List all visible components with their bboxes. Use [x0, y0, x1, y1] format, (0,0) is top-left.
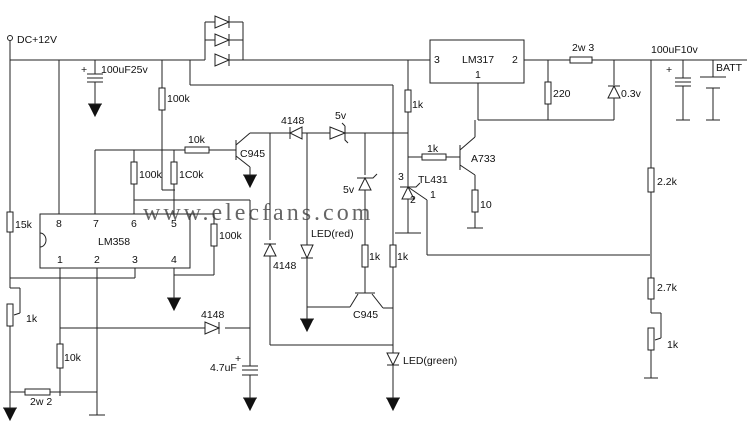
capacitors: [87, 73, 691, 376]
component-label: 3: [398, 171, 404, 183]
component-label: 100k: [167, 93, 191, 105]
supply-label: DC+12V: [17, 34, 57, 46]
component-label: 2w 3: [572, 42, 594, 54]
component-label: 1k: [427, 143, 439, 155]
component-label: 4148: [281, 115, 305, 127]
component-label: 2: [410, 194, 416, 206]
component-label: C945: [240, 148, 265, 160]
component-label: 1k: [412, 99, 424, 111]
component-label: 5v: [335, 110, 347, 122]
component-label: LED(red): [311, 228, 354, 240]
component-label: 2: [94, 254, 100, 266]
component-label: 2w 2: [30, 396, 52, 408]
component-label: +: [235, 353, 241, 365]
component-label: 4: [171, 254, 177, 266]
component-label: 100k: [139, 169, 163, 181]
component-label: 0.3v: [621, 88, 642, 100]
component-label: 100uF10v: [651, 44, 698, 56]
component-label: 4.7uF: [210, 362, 237, 374]
component-label: 1k: [397, 251, 409, 263]
component-label: 1: [475, 69, 481, 81]
component-label: 15k: [15, 219, 33, 231]
watermark: www.elecfans.com: [143, 200, 373, 226]
resistors: [6, 56, 662, 396]
component-label: 6: [131, 218, 137, 230]
component-label: 4148: [273, 260, 297, 272]
component-label: 100uF25v: [101, 64, 148, 76]
component-label: LM317: [462, 54, 494, 66]
component-label: 10: [480, 199, 492, 211]
ground-symbols: [2, 103, 401, 421]
component-label: 220: [553, 88, 571, 100]
component-label: +: [666, 64, 672, 76]
component-label: 1k: [26, 313, 38, 325]
component-label: C945: [353, 309, 378, 321]
component-label: 10k: [188, 134, 206, 146]
component-label: 10k: [64, 352, 82, 364]
component-label: A733: [471, 153, 496, 165]
component-label: 1: [430, 189, 436, 201]
component-label: LED(green): [403, 355, 457, 367]
component-label: +: [81, 64, 87, 76]
lm358-chip: [39, 213, 191, 269]
component-label: 1C0k: [179, 169, 204, 181]
component-label: 5: [171, 218, 177, 230]
component-label: 7: [93, 218, 99, 230]
component-label: TL431: [418, 174, 448, 186]
component-label: 1: [57, 254, 63, 266]
diodes: [204, 15, 621, 367]
component-label: 4148: [201, 309, 225, 321]
component-label: 3: [132, 254, 138, 266]
component-label: 1k: [667, 339, 679, 351]
labels: 100uF25v + 100k 10k C945 100k 1C0k 100k …: [15, 42, 743, 408]
component-label: BATT: [716, 62, 743, 74]
lm317-chip: [429, 39, 525, 84]
component-label: LM358: [98, 236, 130, 248]
supply-terminal: DC+12V: [7, 34, 57, 46]
component-label: 2.7k: [657, 282, 678, 294]
component-label: 5v: [343, 184, 355, 196]
component-label: 100k: [219, 230, 243, 242]
component-label: 8: [56, 218, 62, 230]
component-label: 2.2k: [657, 176, 678, 188]
component-label: 3: [434, 54, 440, 66]
component-label: 2: [512, 54, 518, 66]
wires: [9, 21, 747, 416]
component-label: 1k: [369, 251, 381, 263]
